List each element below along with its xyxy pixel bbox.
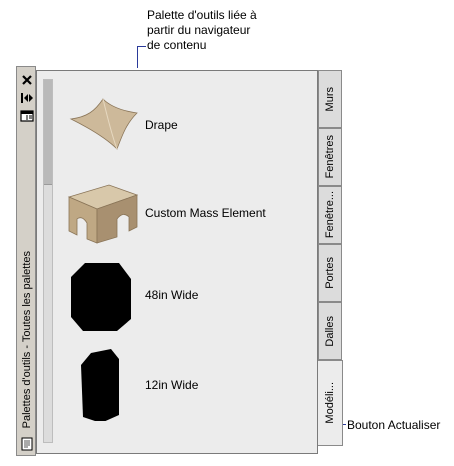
tab-fenetre-truncated[interactable]: Fenêtre... [318, 186, 342, 244]
scrollbar-thumb[interactable] [44, 80, 52, 185]
autohide-icon[interactable] [20, 91, 34, 105]
mass-element-icon [67, 177, 139, 249]
tab-label: Portes [324, 257, 336, 289]
narrow-block-icon [67, 349, 139, 423]
tool-label: 48in Wide [145, 288, 199, 302]
tool-item-custom-mass-element[interactable]: Custom Mass Element [67, 177, 312, 249]
palette-content: Drape Custom Mass Element 48in Wide [36, 70, 335, 454]
drape-icon [67, 89, 139, 161]
tab-label: Fenêtres [324, 135, 336, 179]
wide-block-icon [67, 259, 139, 331]
tab-fenetres[interactable]: Fenêtres [318, 128, 342, 186]
tool-label: Custom Mass Element [145, 206, 266, 220]
properties-menu-icon[interactable] [20, 109, 34, 123]
tab-label: Modéli... [324, 382, 336, 424]
tab-label: Fenêtre... [324, 191, 336, 239]
tab-portes[interactable]: Portes [318, 244, 342, 302]
tool-item-drape[interactable]: Drape [67, 89, 312, 161]
close-icon[interactable] [20, 73, 34, 87]
refresh-callout-text: Bouton Actualiser [347, 418, 441, 432]
palette-title-text: Palettes d'outils - Toutes les palettes [21, 251, 33, 429]
tool-palette: Palettes d'outils - Toutes les palettes … [16, 66, 346, 456]
palette-callout-leader [137, 46, 138, 68]
tool-label: Drape [145, 118, 178, 132]
palette-set-icon[interactable] [20, 437, 34, 451]
palette-tabs: Murs Fenêtres Fenêtre... Portes Dalles M… [318, 66, 344, 456]
tab-label: Dalles [324, 315, 336, 347]
tab-modelisation[interactable]: Modéli... [318, 360, 343, 446]
tool-label: 12in Wide [145, 378, 199, 392]
callout-line-3: de contenu [147, 38, 207, 52]
vertical-scrollbar[interactable] [43, 79, 53, 443]
callout-line-1: Palette d'outils liée à [147, 8, 257, 22]
tab-label: Murs [324, 86, 336, 112]
tool-item-48in-wide[interactable]: 48in Wide [67, 259, 312, 331]
palette-title-bar[interactable]: Palettes d'outils - Toutes les palettes [16, 66, 36, 456]
tab-dalles[interactable]: Dalles [318, 302, 342, 360]
tool-item-12in-wide[interactable]: 12in Wide [67, 349, 312, 423]
callout-line-2: partir du navigateur [147, 23, 251, 37]
tab-murs[interactable]: Murs [318, 70, 342, 128]
palette-callout-text: Palette d'outils liée à partir du naviga… [147, 8, 257, 53]
palette-callout-leader-hook [137, 46, 146, 47]
palette-title: Palettes d'outils - Toutes les palettes [18, 237, 36, 443]
